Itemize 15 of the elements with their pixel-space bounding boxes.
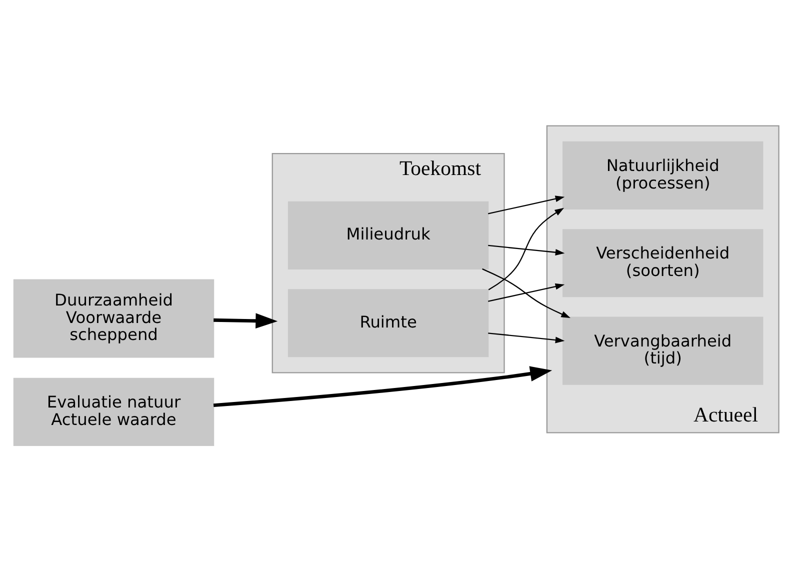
node-box: Verscheidenheid (soorten) xyxy=(562,228,763,297)
arrow xyxy=(488,282,564,302)
node-box: Duurzaamheid Voorwaarde scheppend xyxy=(12,278,214,358)
node-box: Milieudruk xyxy=(287,200,488,269)
node-box: Natuurlijkheid (processen) xyxy=(562,140,763,209)
arrow xyxy=(488,195,564,214)
arrow xyxy=(213,312,278,328)
arrow xyxy=(488,332,564,343)
arrow xyxy=(212,366,552,407)
arrow xyxy=(488,244,564,256)
arrow xyxy=(482,268,570,318)
node-box: Ruimte xyxy=(287,288,488,357)
node-box: Vervangbaarheid (tijd) xyxy=(562,316,763,384)
arrow xyxy=(488,207,564,290)
node-box: Evaluatie natuur Actuele waarde xyxy=(12,377,214,446)
